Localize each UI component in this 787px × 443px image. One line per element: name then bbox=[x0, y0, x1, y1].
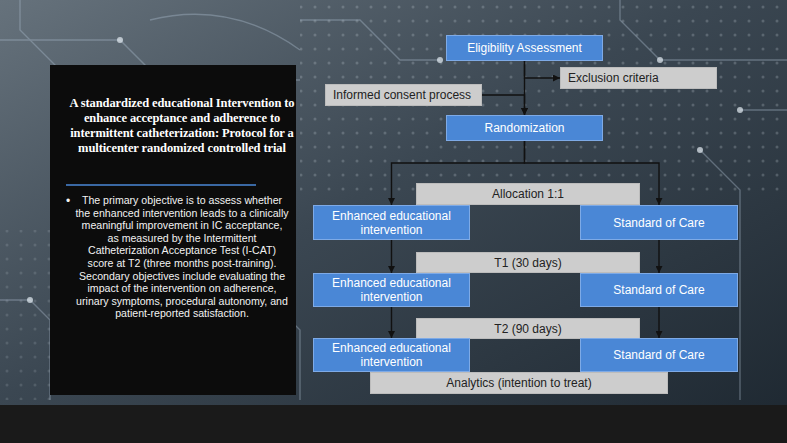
box-text: Standard of Care bbox=[613, 348, 704, 362]
circuit-line bbox=[300, 20, 440, 60]
box-text: Eligibility Assessment bbox=[467, 41, 582, 55]
box-text: Informed consent process bbox=[333, 88, 471, 102]
flow-arrow bbox=[524, 61, 525, 115]
circuit-dot bbox=[697, 147, 703, 153]
box-text: Allocation 1:1 bbox=[492, 187, 564, 201]
box-text: T2 (90 days) bbox=[494, 322, 561, 336]
process-box: Enhanced educational intervention bbox=[313, 205, 470, 240]
circuit-lines bbox=[0, 0, 787, 400]
box-text: Standard of Care bbox=[613, 283, 704, 297]
title-underline bbox=[66, 184, 256, 186]
process-box: Standard of Care bbox=[580, 338, 738, 372]
stage-label-box: Allocation 1:1 bbox=[416, 183, 640, 205]
note-box: Exclusion criteria bbox=[560, 67, 717, 89]
flow-arrow bbox=[482, 95, 525, 115]
box-text: Enhanced educational intervention bbox=[314, 209, 469, 237]
panel-title: A standardized educational Intervention … bbox=[66, 96, 298, 156]
circuit-line bbox=[620, 0, 787, 60]
process-box: Eligibility Assessment bbox=[446, 35, 603, 61]
panel-body: The primary objective is to assess wheth… bbox=[75, 194, 289, 320]
stage-label-box: T1 (30 days) bbox=[416, 252, 640, 273]
dot-grid bbox=[300, 0, 787, 200]
stage-label-box: T2 (90 days) bbox=[416, 318, 640, 339]
flow-arrow bbox=[525, 61, 561, 78]
box-text: Analytics (intention to treat) bbox=[446, 376, 591, 390]
process-box: Standard of Care bbox=[580, 273, 738, 307]
circuit-line bbox=[0, 300, 50, 400]
bullet-mark: • bbox=[66, 195, 70, 207]
circuit-line bbox=[150, 14, 300, 50]
box-text: Enhanced educational intervention bbox=[314, 341, 469, 369]
box-text: Enhanced educational intervention bbox=[314, 276, 469, 304]
box-text: T1 (30 days) bbox=[494, 256, 561, 270]
flow-arrow bbox=[525, 141, 660, 205]
box-text: Standard of Care bbox=[613, 216, 704, 230]
circuit-dot bbox=[737, 107, 743, 113]
stage-label-box: Analytics (intention to treat) bbox=[370, 372, 668, 394]
flow-arrow bbox=[391, 240, 392, 273]
circuit-dot bbox=[117, 37, 123, 43]
process-box: Randomization bbox=[446, 115, 603, 141]
flow-arrow bbox=[658, 307, 659, 338]
box-text: Exclusion criteria bbox=[568, 71, 659, 85]
process-box: Enhanced educational intervention bbox=[313, 338, 470, 372]
box-text: Randomization bbox=[484, 121, 564, 135]
circuit-dot bbox=[437, 57, 443, 63]
circuit-line bbox=[740, 109, 787, 110]
circuit-dot bbox=[657, 57, 663, 63]
process-box: Enhanced educational intervention bbox=[313, 273, 470, 307]
flow-arrow bbox=[392, 141, 525, 205]
circuit-dot bbox=[27, 297, 33, 303]
flow-arrow bbox=[658, 240, 659, 273]
flow-arrow bbox=[391, 307, 392, 338]
process-box: Standard of Care bbox=[580, 205, 738, 240]
bottom-bar bbox=[0, 405, 787, 443]
note-box: Informed consent process bbox=[325, 84, 482, 106]
summary-panel: A standardized educational Intervention … bbox=[50, 65, 296, 395]
